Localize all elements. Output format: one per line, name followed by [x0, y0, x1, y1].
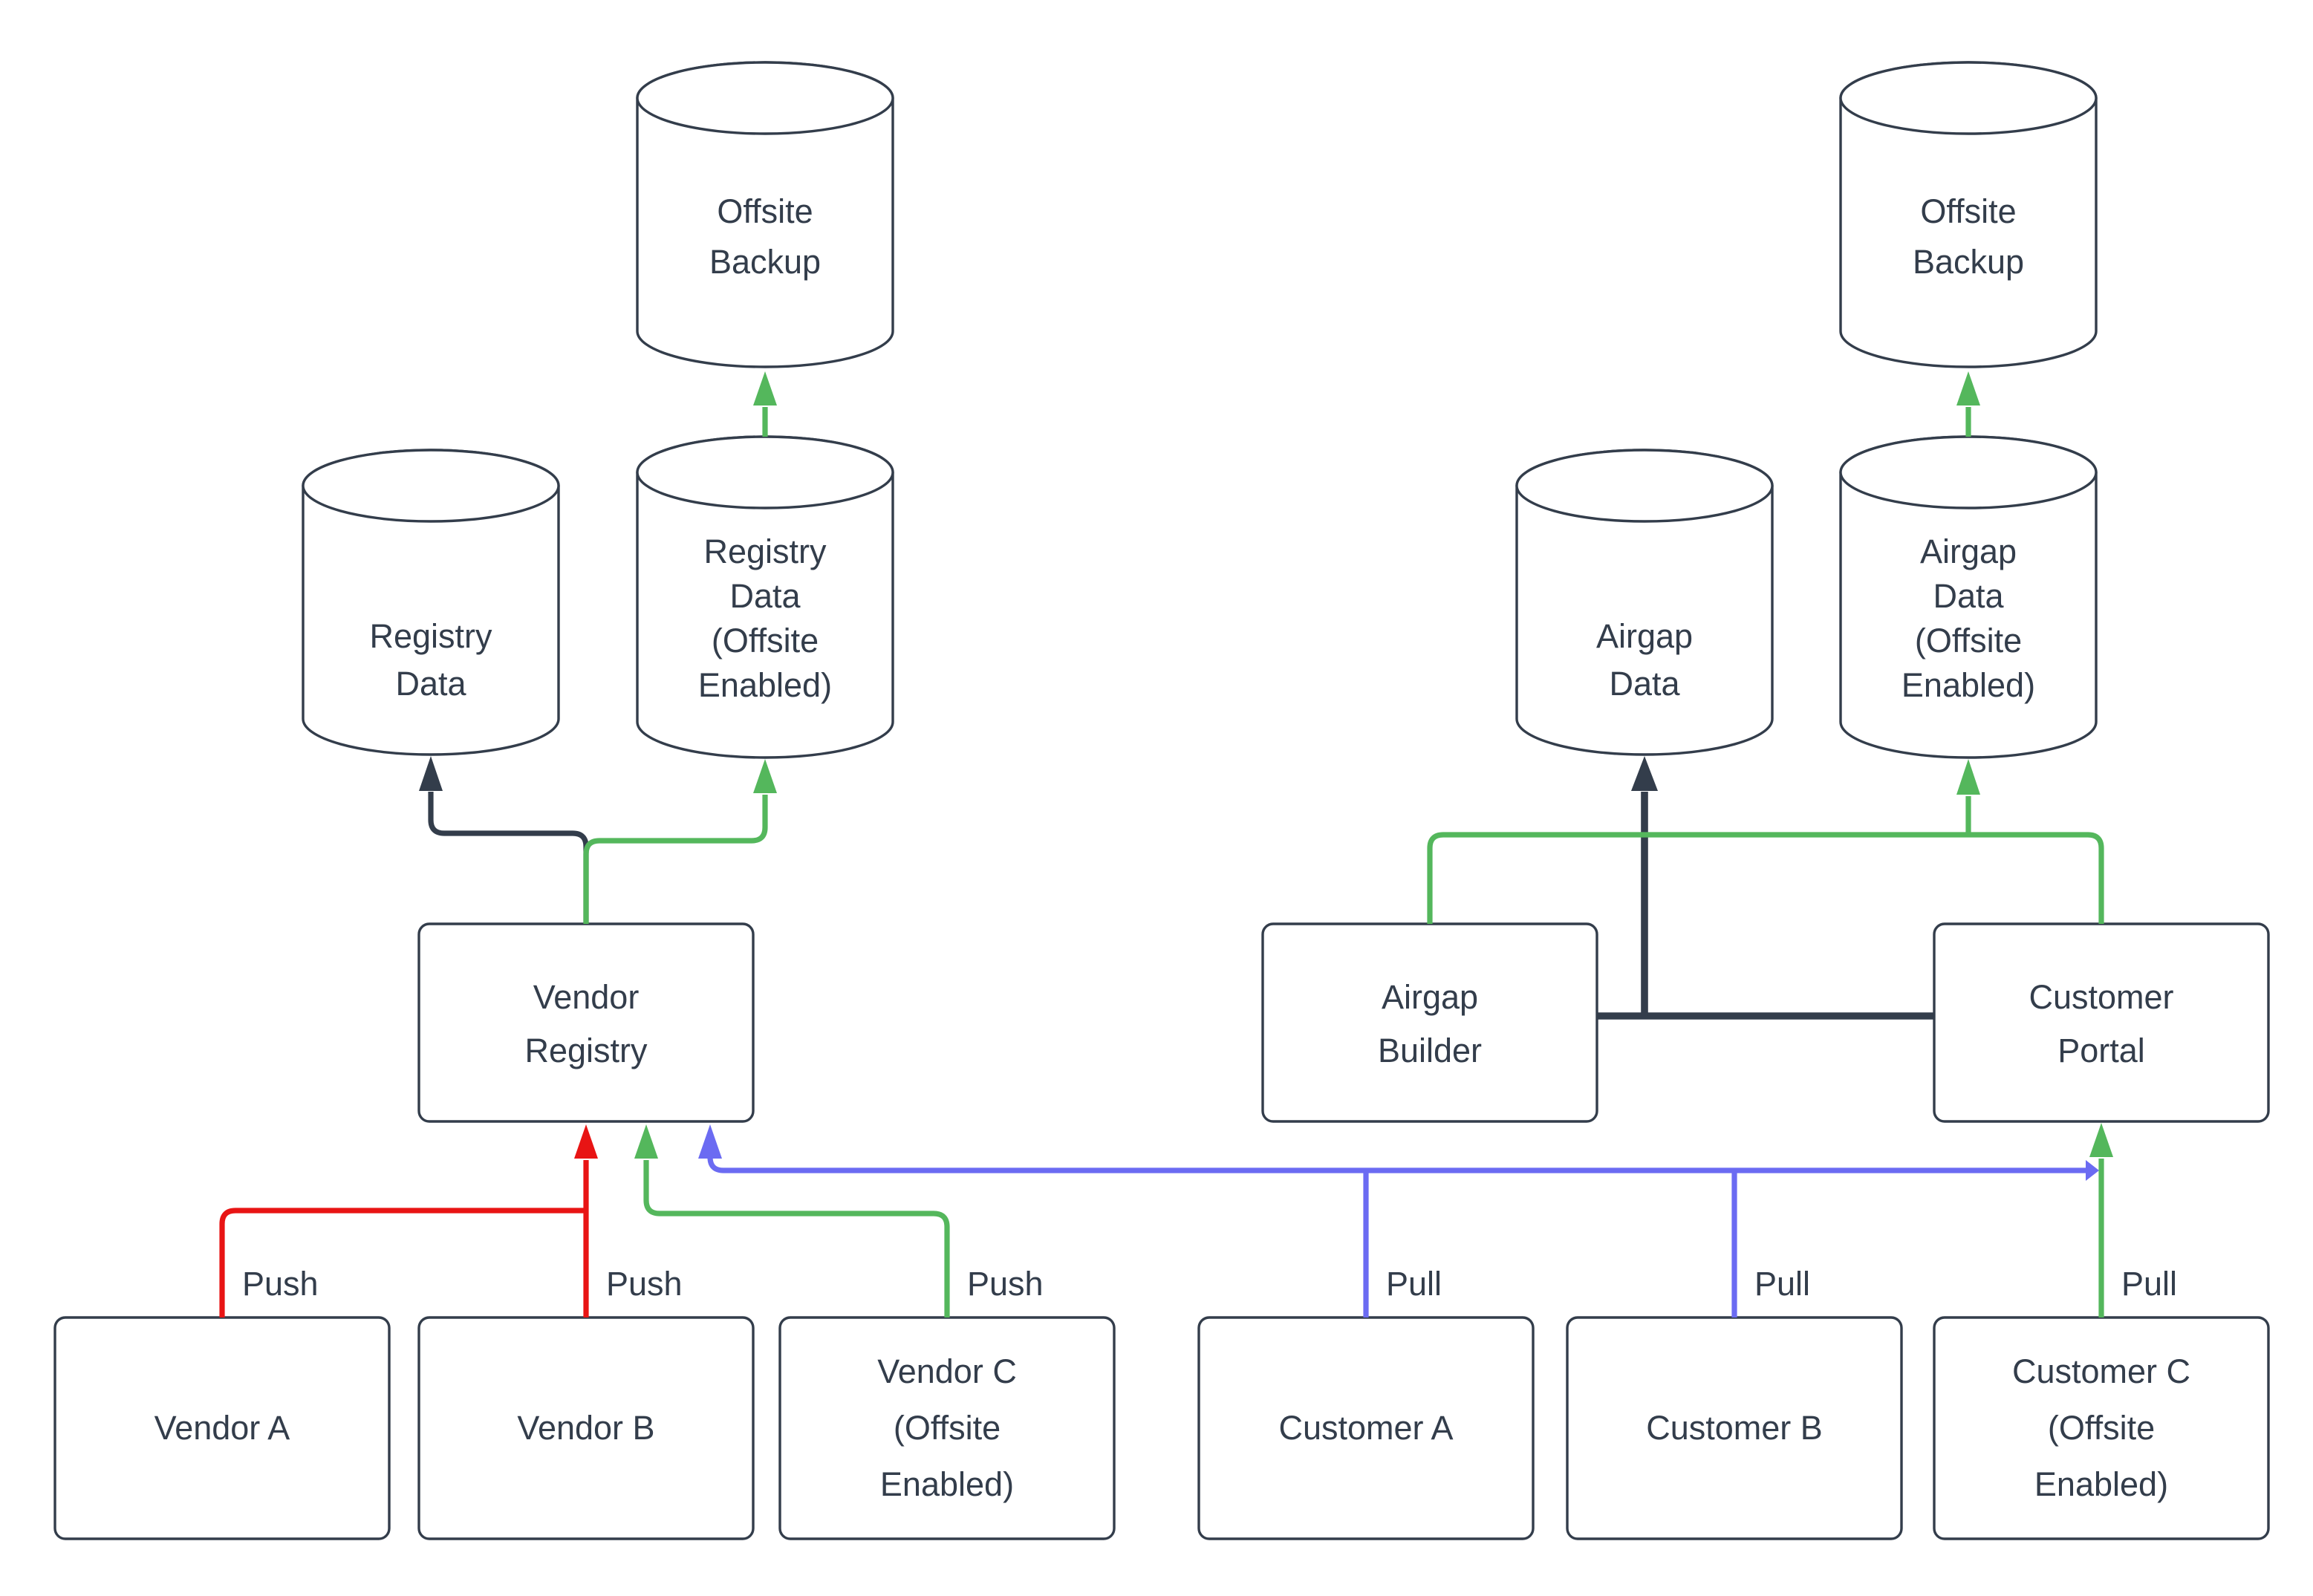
- node-label-line: Enabled): [2034, 1465, 2168, 1503]
- node-label-line: Customer: [2029, 978, 2173, 1016]
- node-label-line: Vendor B: [517, 1409, 654, 1447]
- node-label-line: Offsite: [1920, 192, 2016, 230]
- node-label-line: Enabled): [880, 1465, 1014, 1503]
- node-airgap-data-offsite: Airgap Data (Offsite Enabled): [1839, 435, 2098, 759]
- node-box: [1261, 922, 1598, 1123]
- edge-label-pull-customer-b: Pull: [1754, 1265, 1810, 1303]
- arrowhead: [574, 1124, 598, 1159]
- node-label-line: (Offsite: [894, 1409, 1001, 1447]
- node-label-line: Registry: [703, 532, 827, 570]
- node-label-line: Offsite: [717, 192, 813, 230]
- edge-vendor-registry-to-registry-data-offsite: [583, 759, 777, 924]
- node-customer-a: Customer A: [1197, 1316, 1535, 1540]
- node-label-line: Airgap: [1382, 978, 1478, 1016]
- node-label-line: Customer B: [1646, 1409, 1823, 1447]
- edge-vendor-c-to-vendor-registry: [634, 1124, 950, 1317]
- cylinder-top: [1839, 435, 2098, 509]
- arrowhead: [1956, 371, 1980, 405]
- edge-portal-builder-to-airgap-data: [1597, 756, 1934, 1020]
- edge-registry-data-offsite-to-offsite-backup: [753, 371, 777, 437]
- node-label-line: Data: [729, 577, 801, 615]
- node-registry-data: Registry Data: [302, 449, 560, 756]
- node-label-line: Vendor C: [877, 1352, 1017, 1390]
- node-box: [417, 922, 755, 1123]
- edge-label-push-vendor-b: Push: [606, 1265, 683, 1303]
- node-label-line: Vendor A: [154, 1409, 290, 1447]
- node-box: [1933, 922, 2270, 1123]
- node-label-line: Customer A: [1278, 1409, 1453, 1447]
- edge-vendor-registry-to-registry-data: [419, 756, 589, 924]
- node-label-line: Backup: [1913, 243, 2024, 281]
- arrowhead: [1631, 756, 1658, 791]
- node-vendor-a: Vendor A: [53, 1316, 391, 1540]
- cylinder-top: [1515, 449, 1774, 523]
- arrowhead: [698, 1124, 722, 1159]
- edge-label-pull-customer-a: Pull: [1386, 1265, 1442, 1303]
- node-label-line: Airgap: [1920, 532, 2017, 570]
- edge-vendor-a-to-vendor-registry: [219, 1208, 586, 1317]
- node-label-line: Vendor: [533, 978, 640, 1016]
- node-label-line: Registry: [369, 617, 492, 655]
- node-label-line: (Offsite: [712, 622, 819, 659]
- edge-vendor-b-to-vendor-registry: [574, 1124, 598, 1317]
- edge-label-push-vendor-c: Push: [967, 1265, 1044, 1303]
- node-airgap-data: Airgap Data: [1515, 449, 1774, 756]
- arrowhead: [2089, 1123, 2113, 1157]
- edge-customers-to-vendor-registry: [698, 1124, 2099, 1317]
- edge-customer-c-to-customer-portal: [2089, 1123, 2113, 1317]
- node-customer-c-offsite: Customer C (Offsite Enabled): [1933, 1316, 2270, 1540]
- node-customer-portal: Customer Portal: [1933, 922, 2270, 1123]
- arrowhead: [1956, 759, 1980, 795]
- node-label-line: Data: [1933, 577, 2004, 615]
- node-label-line: (Offsite: [1915, 622, 2022, 659]
- node-label-line: Data: [1609, 665, 1680, 703]
- node-label-line: Backup: [709, 243, 821, 281]
- node-label-line: Portal: [2057, 1032, 2145, 1069]
- edge-label-push-vendor-a: Push: [242, 1265, 319, 1303]
- node-customer-b: Customer B: [1566, 1316, 1903, 1540]
- node-label-line: Airgap: [1596, 617, 1693, 655]
- arrowhead: [2086, 1160, 2099, 1181]
- node-vendor-b: Vendor B: [417, 1316, 755, 1540]
- cylinder-top: [1839, 61, 2098, 135]
- cylinder-top: [302, 449, 560, 523]
- node-offsite-backup-right: Offsite Backup: [1839, 61, 2098, 368]
- edge-builder-portal-to-airgap-data-offsite: [1427, 759, 2104, 924]
- arrowhead: [634, 1124, 658, 1159]
- edge-airgap-data-offsite-to-offsite-backup: [1956, 371, 1980, 437]
- node-registry-data-offsite: Registry Data (Offsite Enabled): [636, 435, 894, 759]
- edge-label-pull-customer-c: Pull: [2121, 1265, 2177, 1303]
- node-label-line: Enabled): [1902, 666, 2035, 704]
- node-label-line: Enabled): [698, 666, 832, 704]
- cylinder-top: [636, 61, 894, 135]
- node-airgap-builder: Airgap Builder: [1261, 922, 1598, 1123]
- node-label-line: Data: [395, 665, 466, 703]
- arrowhead: [419, 756, 443, 791]
- cylinder-top: [636, 435, 894, 509]
- node-label-line: Builder: [1378, 1032, 1482, 1069]
- node-label-line: Registry: [524, 1032, 648, 1069]
- arrowhead: [753, 759, 777, 793]
- node-label-line: (Offsite: [2048, 1409, 2155, 1447]
- node-label-line: Customer C: [2012, 1352, 2190, 1390]
- node-offsite-backup-left: Offsite Backup: [636, 61, 894, 368]
- arrowhead: [753, 371, 777, 405]
- node-vendor-c-offsite: Vendor C (Offsite Enabled): [778, 1316, 1116, 1540]
- node-vendor-registry: Vendor Registry: [417, 922, 755, 1123]
